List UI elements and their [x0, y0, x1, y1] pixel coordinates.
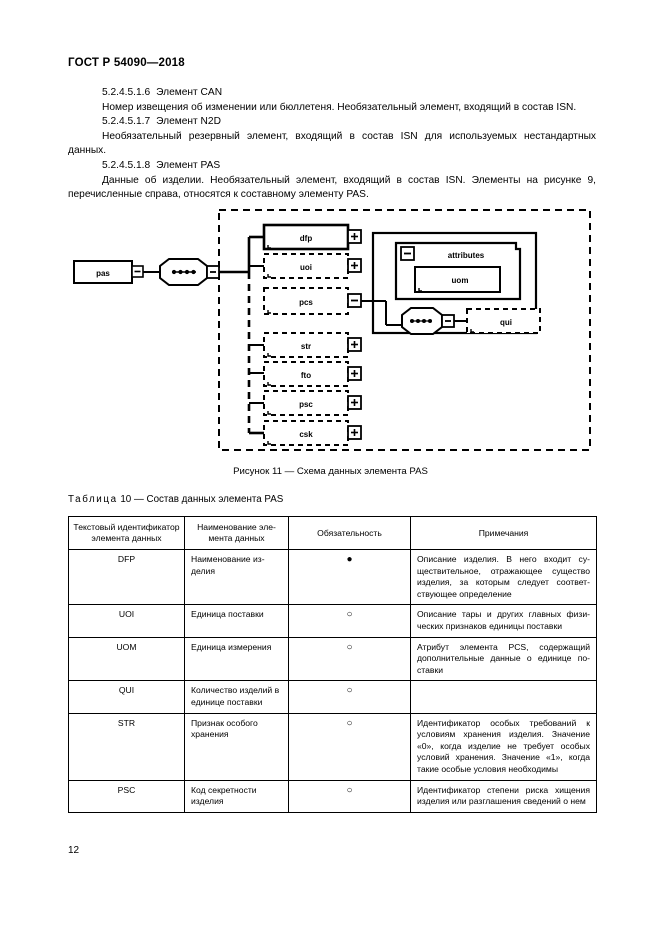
node-dfp-label: dfp	[300, 234, 313, 243]
cell-obligation: ○	[288, 712, 411, 781]
page-number: 12	[68, 845, 80, 856]
column-header-name: Наименование эле­мента данных	[184, 516, 289, 550]
column-header-obligation: Обязательность	[288, 516, 411, 550]
node-csk[interactable]: csk	[263, 420, 362, 446]
cell-name: Наименование из­делия	[184, 548, 289, 606]
cell-name: Количество изделий в единице поставки	[184, 680, 289, 714]
cell-obligation: ○	[288, 604, 411, 638]
attributes-group[interactable]: attributes uom	[394, 241, 522, 301]
cell-id: QUI	[68, 680, 185, 714]
cell-obligation: ○	[288, 779, 411, 813]
table-row: QUI Количество изделий в единице поставк…	[68, 680, 597, 714]
node-fto-label: fto	[301, 371, 311, 380]
node-dfp[interactable]: dfp	[262, 223, 362, 251]
column-header-notes: Примечания	[410, 516, 597, 550]
table-row: UOI Единица поставки ○ Описание тары и д…	[68, 604, 597, 638]
page-header: ГОСТ Р 54090—2018	[68, 57, 185, 69]
node-psc[interactable]: psc	[263, 390, 362, 416]
section-title: Элемент PAS	[156, 159, 221, 171]
section-number: 5.2.4.5.1.6	[102, 87, 151, 98]
node-uoi-label: uoi	[300, 263, 312, 272]
section-heading-can: 5.2.4.5.1.6 Элемент CAN	[68, 86, 596, 101]
sequence-connector-pcs	[401, 307, 443, 335]
node-str-label: str	[301, 342, 311, 351]
node-pcs-label: pcs	[299, 298, 313, 307]
section-paragraph-n2d: Необязательный резервный элемент, входящ…	[68, 130, 596, 157]
section-heading-pas: 5.2.4.5.1.8 Элемент PAS	[68, 159, 596, 174]
cell-id: STR	[68, 712, 185, 781]
node-pcs[interactable]: pcs	[263, 287, 362, 315]
node-str[interactable]: str	[263, 332, 362, 358]
table-title-rest: 10 — Состав данных элемента PAS	[120, 494, 284, 505]
node-qui[interactable]: qui	[466, 308, 541, 334]
section-paragraph-pas: Данные об изделии. Необязательный элемен…	[68, 174, 596, 201]
cell-name: Код секретности изделия	[184, 779, 289, 813]
section-title: Элемент CAN	[156, 87, 223, 98]
cell-name: Признак особого хранения	[184, 712, 289, 781]
cell-note: Идентификатор степени риска хище­ния изд…	[410, 779, 597, 813]
cell-id: PSC	[68, 779, 185, 813]
cell-note: Описание изделия. В него входит су­ществ…	[410, 548, 597, 606]
figure-caption: Рисунок 11 — Схема данных элемента PAS	[233, 466, 428, 477]
pas-schema-svg: pas	[73, 209, 591, 451]
node-psc-label: psc	[299, 400, 313, 409]
section-number: 5.2.4.5.1.7	[102, 116, 151, 128]
table-title: Таблица 10 — Состав данных элемента PAS	[68, 494, 283, 505]
node-uoi[interactable]: uoi	[263, 253, 362, 279]
cell-id: UOI	[68, 604, 185, 638]
cell-note: Описание тары и других главных физи­ческ…	[410, 604, 597, 638]
section-heading-n2d: 5.2.4.5.1.7 Элемент N2D	[68, 115, 596, 130]
cell-name: Единица измерения	[184, 636, 289, 682]
table-header-row: Текстовый идентификатор элемента данных …	[68, 516, 597, 550]
section-paragraph-can: Номер извещения об изменении или бюллете…	[102, 101, 577, 113]
body-text: 5.2.4.5.1.6 Элемент CAN Номер извещения о…	[68, 86, 596, 203]
cell-obligation: ●	[288, 548, 411, 606]
table-row: STR Признак особого хранения ○ Идентифик…	[68, 712, 597, 781]
sequence-connector-root	[159, 258, 208, 286]
pas-data-table: Текстовый идентификатор элемента данных …	[68, 516, 597, 813]
table-title-word: Таблица	[68, 494, 118, 505]
cell-id: DFP	[68, 548, 185, 606]
table-row: DFP Наименование из­делия ● Описание изд…	[68, 548, 597, 606]
node-fto[interactable]: fto	[263, 361, 362, 387]
node-uom[interactable]: uom	[414, 266, 501, 293]
table-row: UOM Единица измерения ○ Атрибут элемента…	[68, 636, 597, 682]
node-pas-label: pas	[96, 269, 110, 278]
diagram-outer-boundary	[218, 209, 591, 451]
section-title: Элемент N2D	[156, 116, 221, 128]
cell-obligation: ○	[288, 680, 411, 714]
cell-name: Единица поставки	[184, 604, 289, 638]
node-pas[interactable]: pas	[73, 260, 144, 284]
cell-obligation: ○	[288, 636, 411, 682]
cell-note: Идентификатор особых требований к услови…	[410, 712, 597, 781]
pcs-detail-region	[371, 231, 538, 335]
column-header-id: Текстовый идентификатор элемента данных	[68, 516, 185, 550]
figure-pas-schema: pas	[68, 205, 596, 455]
section-number: 5.2.4.5.1.8	[102, 159, 151, 171]
cell-note	[410, 680, 597, 714]
attributes-label: attributes	[448, 251, 485, 260]
cell-id: UOM	[68, 636, 185, 682]
table-row: PSC Код секретности изделия ○ Идентифика…	[68, 779, 597, 813]
node-qui-label: qui	[500, 318, 512, 327]
node-uom-label: uom	[452, 276, 469, 285]
cell-note: Атрибут элемента PCS, содержащий дополни…	[410, 636, 597, 682]
node-csk-label: csk	[299, 430, 313, 439]
